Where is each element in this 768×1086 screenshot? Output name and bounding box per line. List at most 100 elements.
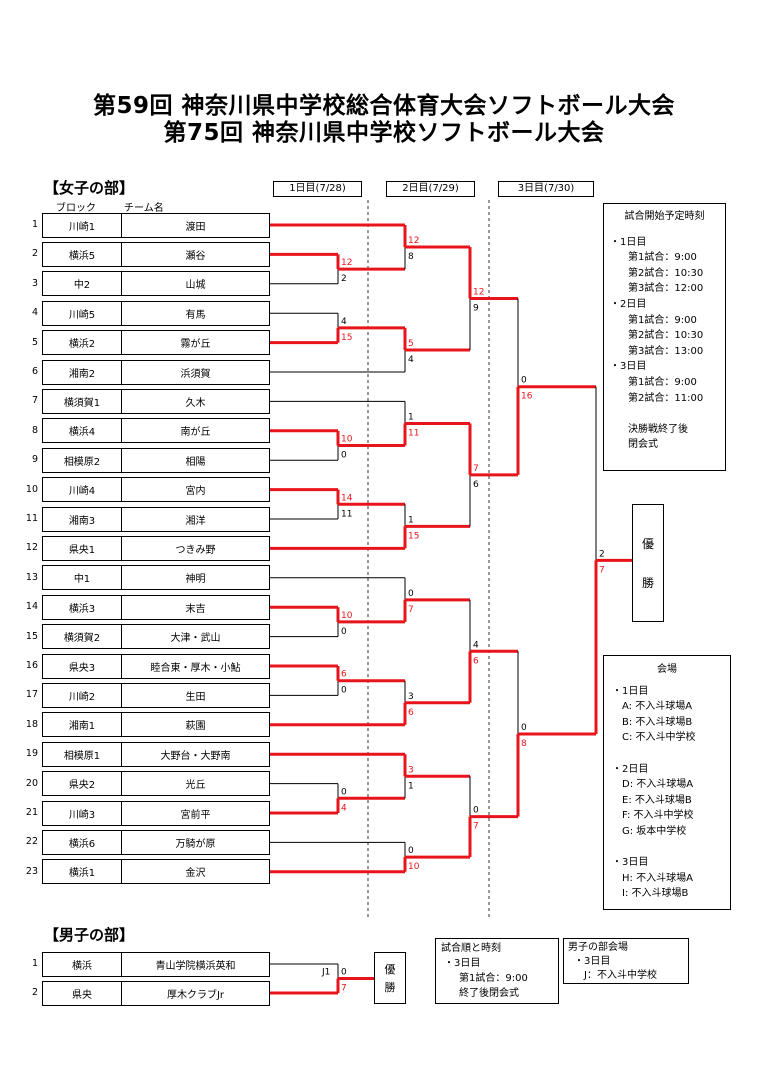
schedule-line: 第1試合：9:00 bbox=[628, 314, 697, 326]
block-column-header: ブロック bbox=[56, 203, 96, 214]
venue-line bbox=[612, 746, 722, 762]
score-r2-1v23-b: 8 bbox=[408, 252, 414, 262]
boys-team-number: 2 bbox=[31, 987, 38, 998]
team-name: 浜須賀 bbox=[180, 368, 211, 380]
score-sf-top-b: 16 bbox=[521, 392, 533, 402]
boys-order-line-3: 終了後閉会式 bbox=[459, 988, 519, 999]
team-name: 万騎が原 bbox=[175, 838, 216, 850]
team-block: 横浜4 bbox=[43, 419, 122, 443]
team-number: 1 bbox=[31, 219, 38, 230]
score-qf-b-b: 6 bbox=[473, 480, 479, 490]
day3-label: 3日目(7/30) bbox=[498, 181, 594, 197]
team-number: 12 bbox=[25, 542, 38, 554]
schedule-line: ・1日目 bbox=[610, 236, 647, 248]
venue-line: I: 不入斗球場B bbox=[622, 888, 689, 900]
boys-venue-box: 男子の部会場 ・3日目 J：不入斗中学校 bbox=[563, 938, 689, 984]
team-block: 中1 bbox=[43, 566, 122, 590]
score-r2-1617v18-a: 3 bbox=[408, 692, 414, 702]
team-number: 22 bbox=[25, 836, 38, 848]
venue-line: G: 坂本中学校 bbox=[622, 825, 687, 837]
venue-line: A: 不入斗球場A bbox=[622, 701, 693, 713]
score-r2-1617v18-b: 6 bbox=[408, 708, 414, 718]
score-r1-2v3-a: 12 bbox=[341, 258, 352, 268]
score-sf-bot-b: 8 bbox=[521, 739, 527, 749]
team-block: 川崎1 bbox=[43, 213, 122, 237]
team-block: 横浜2 bbox=[43, 331, 122, 355]
boys-score-a: 0 bbox=[341, 968, 347, 978]
venue-line: ・2日目 bbox=[612, 763, 649, 775]
team-block: 湘南1 bbox=[43, 713, 122, 737]
team-row: 中2 山城 bbox=[42, 271, 270, 297]
team-name: つきみ野 bbox=[175, 544, 216, 556]
score-r1-20v21-b: 4 bbox=[341, 803, 347, 813]
team-row: 県央1 つきみ野 bbox=[42, 535, 270, 561]
team-name: 光丘 bbox=[185, 780, 206, 792]
score-qf-c-b: 6 bbox=[473, 656, 479, 666]
team-name: 萩園 bbox=[185, 721, 206, 733]
boys-venue-line-2: J：不入斗中学校 bbox=[584, 970, 657, 981]
schedule-line: 第2試合：11:00 bbox=[628, 392, 704, 404]
boys-team-block: 県央 bbox=[43, 981, 122, 1005]
venue-line: C: 不入斗中学校 bbox=[622, 732, 696, 744]
team-block: 県央3 bbox=[43, 654, 122, 678]
score-r1-14v15-b: 0 bbox=[341, 627, 347, 637]
team-number: 13 bbox=[25, 571, 38, 583]
team-block: 中2 bbox=[43, 272, 122, 296]
score-r2-7v89-b: 11 bbox=[408, 428, 419, 438]
score-qf-c-a: 4 bbox=[473, 640, 479, 650]
champion-char-1: 優 bbox=[641, 537, 654, 551]
team-number: 14 bbox=[25, 601, 38, 613]
score-qf-b-a: 7 bbox=[473, 464, 479, 474]
team-column-header: チーム名 bbox=[124, 203, 164, 214]
team-number: 10 bbox=[25, 483, 38, 495]
team-name: 睦合東・厚木・小鮎 bbox=[150, 662, 241, 674]
girls-champion-box: 優 勝 bbox=[632, 504, 664, 622]
team-number: 20 bbox=[25, 777, 38, 789]
team-number: 2 bbox=[31, 248, 38, 260]
team-name: 有馬 bbox=[185, 309, 206, 321]
boys-order-title: 試合順と時刻 bbox=[441, 943, 501, 954]
team-row: 湘南1 萩園 bbox=[42, 712, 270, 738]
boys-team-name: 厚木クラブJr bbox=[166, 989, 225, 1001]
team-number: 4 bbox=[31, 307, 38, 319]
team-name: 宮前平 bbox=[180, 809, 211, 821]
score-r2-1v23-a: 12 bbox=[408, 236, 419, 246]
venue-title: 会場 bbox=[657, 664, 677, 675]
team-number: 11 bbox=[25, 513, 38, 524]
team-number: 5 bbox=[31, 336, 38, 348]
score-r2-13v1415-b: 7 bbox=[408, 605, 414, 615]
score-r1-4v5-a: 4 bbox=[341, 317, 347, 327]
team-block: 横浜3 bbox=[43, 595, 122, 619]
venue-line: E: 不入斗球場B bbox=[622, 794, 692, 806]
schedule-line: 第3試合：13:00 bbox=[628, 345, 704, 357]
score-r1-8v9-a: 10 bbox=[341, 435, 353, 445]
boys-score-b: 7 bbox=[341, 984, 347, 994]
venue-line: D: 不入斗球場A bbox=[622, 779, 694, 791]
score-r2-7v89-a: 1 bbox=[408, 412, 414, 422]
boys-venue-title: 男子の部会場 bbox=[568, 942, 628, 953]
team-name: 末吉 bbox=[185, 603, 206, 615]
team-block: 横浜5 bbox=[43, 242, 122, 266]
team-row: 県央3 睦合東・厚木・小鮎 bbox=[42, 653, 270, 679]
team-row: 横浜3 末吉 bbox=[42, 594, 270, 620]
schedule-line: 第1試合：9:00 bbox=[628, 252, 697, 264]
team-block: 湘南2 bbox=[43, 360, 122, 384]
team-name: 宮内 bbox=[185, 486, 206, 498]
boys-champion-char-2: 勝 bbox=[384, 981, 396, 994]
team-name: 山城 bbox=[185, 280, 206, 292]
team-block: 県央1 bbox=[43, 536, 122, 560]
team-name: 金沢 bbox=[185, 868, 206, 880]
boys-section-heading: 【男子の部】 bbox=[44, 926, 135, 944]
venue-line: B: 不入斗球場B bbox=[622, 716, 693, 728]
